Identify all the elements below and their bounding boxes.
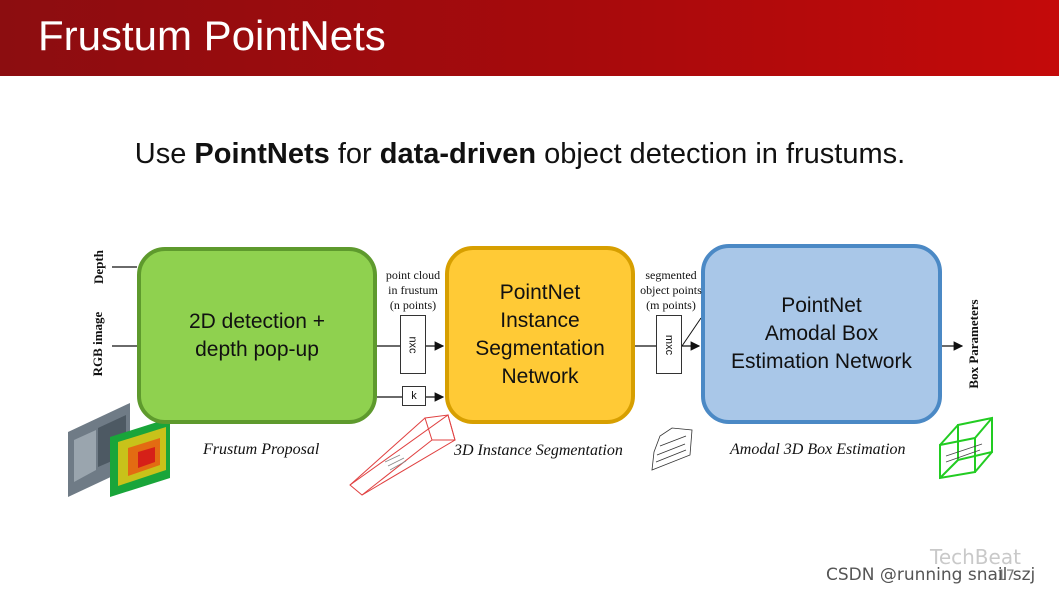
nxc-label: nxc bbox=[407, 335, 419, 354]
subtitle-text-1: Use bbox=[134, 138, 195, 170]
slide-subtitle: Use PointNets for data-driven object det… bbox=[0, 138, 1040, 171]
subtitle-text-3: object detection in frustums. bbox=[536, 138, 906, 170]
stage-instance-segmentation: 3D Instance Segmentation bbox=[454, 442, 623, 459]
stage-box-estimation: Amodal 3D Box Estimation bbox=[730, 441, 906, 458]
box2-line3: Segmentation bbox=[475, 337, 605, 360]
k-skip-line bbox=[681, 317, 702, 347]
depth-input-label: Depth bbox=[91, 250, 106, 284]
edge2-line2: object points bbox=[640, 283, 702, 297]
k-tensor: k bbox=[402, 386, 426, 406]
edge1-line3: (n points) bbox=[389, 298, 437, 312]
subtitle-text-2: for bbox=[329, 138, 380, 170]
rgb-input-label: RGB image bbox=[90, 311, 105, 377]
title-bar: Frustum PointNets bbox=[0, 0, 1059, 76]
box2-line2: Instance bbox=[500, 309, 580, 332]
edge1-line1: point cloud bbox=[385, 268, 441, 282]
subtitle-bold-1: PointNets bbox=[194, 138, 330, 170]
subtitle-bold-2: data-driven bbox=[379, 138, 537, 170]
slide-title: Frustum PointNets bbox=[38, 12, 386, 59]
box3-line3: Estimation Network bbox=[731, 350, 912, 373]
csdn-credit: CSDN @running snail szj bbox=[826, 565, 1036, 585]
box3-line2: Amodal Box bbox=[764, 322, 879, 345]
page-number: 17 bbox=[997, 568, 1015, 584]
segmented-points-graphic bbox=[651, 427, 693, 471]
k-label: k bbox=[411, 390, 417, 402]
mxc-tensor: mxc bbox=[656, 315, 682, 374]
frustum-point-cloud-graphic bbox=[349, 414, 456, 496]
box2-line1: PointNet bbox=[499, 281, 581, 304]
stage-frustum-proposal: Frustum Proposal bbox=[203, 441, 320, 458]
instance-segmentation-box: PointNet Instance Segmentation Network bbox=[445, 246, 635, 424]
segmented-points-label: segmented object points (m points) bbox=[634, 268, 708, 313]
techbeat-watermark: TechBeat bbox=[930, 545, 1021, 569]
nxc-tensor: nxc bbox=[400, 315, 426, 374]
box1-line1: 2D detection + bbox=[188, 309, 325, 333]
box-parameters-label: Box Parameters bbox=[966, 299, 981, 389]
box-output-graphic bbox=[939, 416, 993, 480]
detection-popup-box: 2D detection + depth pop-up bbox=[137, 247, 377, 424]
point-cloud-label: point cloud in frustum (n points) bbox=[380, 268, 446, 313]
depth-map-thumbnail bbox=[110, 418, 170, 497]
box3-line1: PointNet bbox=[781, 294, 862, 317]
edge2-line3: (m points) bbox=[646, 298, 696, 312]
mxc-label: mxc bbox=[662, 334, 675, 355]
box-estimation-box: PointNet Amodal Box Estimation Network bbox=[701, 244, 942, 424]
edge1-line2: in frustum bbox=[388, 283, 438, 297]
box2-line4: Network bbox=[501, 365, 579, 388]
box1-line2: depth pop-up bbox=[195, 337, 319, 361]
edge2-line1: segmented bbox=[645, 268, 697, 282]
